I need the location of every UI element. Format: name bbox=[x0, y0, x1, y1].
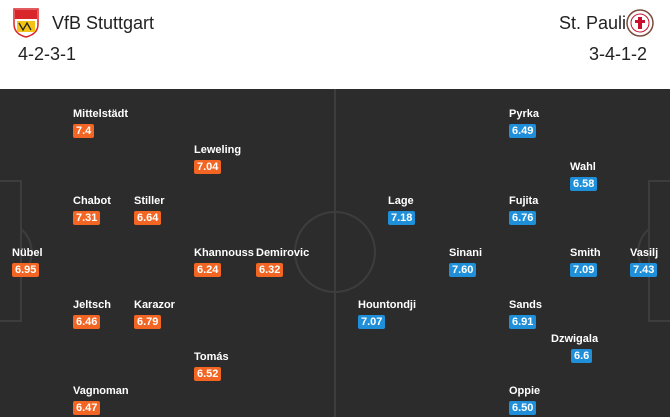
player-name: Tomás bbox=[194, 351, 229, 363]
player-name: Sands bbox=[509, 299, 543, 311]
player-name: Demirovic bbox=[256, 247, 310, 259]
player-name: Fujita bbox=[509, 195, 539, 207]
away-player[interactable]: Dzwigala 6.6 bbox=[551, 333, 598, 364]
home-player[interactable]: Karazor 6.79 bbox=[134, 299, 175, 330]
away-player[interactable]: Smith 7.09 bbox=[570, 247, 601, 278]
player-rating: 7.4 bbox=[73, 124, 95, 138]
home-player[interactable]: Stiller 6.64 bbox=[134, 195, 165, 226]
home-player[interactable]: Demirovic 6.32 bbox=[256, 247, 309, 278]
away-player[interactable]: Vasilj 7.43 bbox=[630, 247, 658, 278]
player-name: Nübel bbox=[12, 247, 43, 259]
player-rating: 7.07 bbox=[358, 315, 386, 329]
home-team-name: VfB Stuttgart bbox=[52, 13, 155, 33]
away-player[interactable]: Hountondji 7.07 bbox=[358, 299, 416, 330]
home-player[interactable]: Vagnoman 6.47 bbox=[73, 385, 129, 416]
away-player[interactable]: Lage 7.18 bbox=[388, 195, 416, 226]
home-player[interactable]: Mittelstädt 7.4 bbox=[73, 108, 128, 139]
player-rating: 7.60 bbox=[449, 263, 477, 277]
away-team-name: St. Pauli bbox=[559, 13, 627, 33]
player-name: Lage bbox=[388, 195, 414, 207]
home-formation: 4-2-3-1 bbox=[18, 44, 77, 64]
player-name: Chabot bbox=[73, 195, 111, 207]
player-name: Hountondji bbox=[358, 299, 417, 311]
player-name: Mittelstädt bbox=[73, 108, 128, 120]
away-player[interactable]: Pyrka 6.49 bbox=[509, 108, 539, 139]
player-rating: 6.49 bbox=[509, 124, 537, 138]
player-name: Smith bbox=[570, 247, 601, 259]
player-name: Pyrka bbox=[509, 108, 539, 120]
home-player[interactable]: Chabot 7.31 bbox=[73, 195, 111, 226]
player-name: Karazor bbox=[134, 299, 175, 311]
player-rating: 7.09 bbox=[570, 263, 598, 277]
vfb-stuttgart-logo bbox=[13, 8, 39, 38]
away-player[interactable]: Wahl 6.58 bbox=[570, 161, 598, 192]
player-name: Leweling bbox=[194, 144, 242, 156]
player-rating: 6.50 bbox=[509, 401, 537, 415]
player-rating: 6.52 bbox=[194, 367, 222, 381]
home-player[interactable]: Leweling 7.04 bbox=[194, 144, 241, 175]
player-rating: 6.6 bbox=[571, 349, 593, 363]
away-player[interactable]: Oppie 6.50 bbox=[509, 385, 540, 416]
home-player[interactable]: Tomás 6.52 bbox=[194, 351, 229, 382]
player-rating: 6.64 bbox=[134, 211, 162, 225]
player-rating: 7.31 bbox=[73, 211, 101, 225]
player-name: Wahl bbox=[570, 161, 596, 173]
player-name: Vagnoman bbox=[73, 385, 129, 397]
away-player[interactable]: Sands 6.91 bbox=[509, 299, 542, 330]
away-formation: 3-4-1-2 bbox=[589, 44, 648, 64]
player-rating: 6.46 bbox=[73, 315, 101, 329]
player-rating: 6.24 bbox=[194, 263, 222, 277]
player-name: Vasilj bbox=[630, 247, 659, 259]
pitch: Mittelstädt 7.4 Leweling 7.04 Chabot 7.3… bbox=[0, 89, 670, 417]
away-player[interactable]: Fujita 6.76 bbox=[509, 195, 538, 226]
player-rating: 6.91 bbox=[509, 315, 537, 329]
player-name: Stiller bbox=[134, 195, 165, 207]
player-name: Sinani bbox=[449, 247, 483, 259]
st-pauli-logo bbox=[626, 9, 654, 37]
player-rating: 7.43 bbox=[630, 263, 658, 277]
player-name: Jeltsch bbox=[73, 299, 111, 311]
player-rating: 6.58 bbox=[570, 177, 598, 191]
player-name: Dzwigala bbox=[551, 333, 599, 345]
home-player[interactable]: Nübel 6.95 bbox=[12, 247, 43, 278]
home-player[interactable]: Jeltsch 6.46 bbox=[73, 299, 111, 330]
player-rating: 7.18 bbox=[388, 211, 416, 225]
player-rating: 6.95 bbox=[12, 263, 40, 277]
player-name: Oppie bbox=[509, 385, 541, 397]
match-header: VfB Stuttgart 4-2-3-1 St. Pauli 3-4-1-2 bbox=[0, 0, 670, 86]
away-player[interactable]: Sinani 7.60 bbox=[449, 247, 482, 278]
player-name: Khannouss bbox=[194, 247, 254, 259]
player-rating: 6.76 bbox=[509, 211, 537, 225]
player-rating: 6.79 bbox=[134, 315, 162, 329]
player-rating: 7.04 bbox=[194, 160, 222, 174]
player-rating: 6.47 bbox=[73, 401, 101, 415]
player-rating: 6.32 bbox=[256, 263, 284, 277]
home-player[interactable]: Khannouss 6.24 bbox=[194, 247, 254, 278]
